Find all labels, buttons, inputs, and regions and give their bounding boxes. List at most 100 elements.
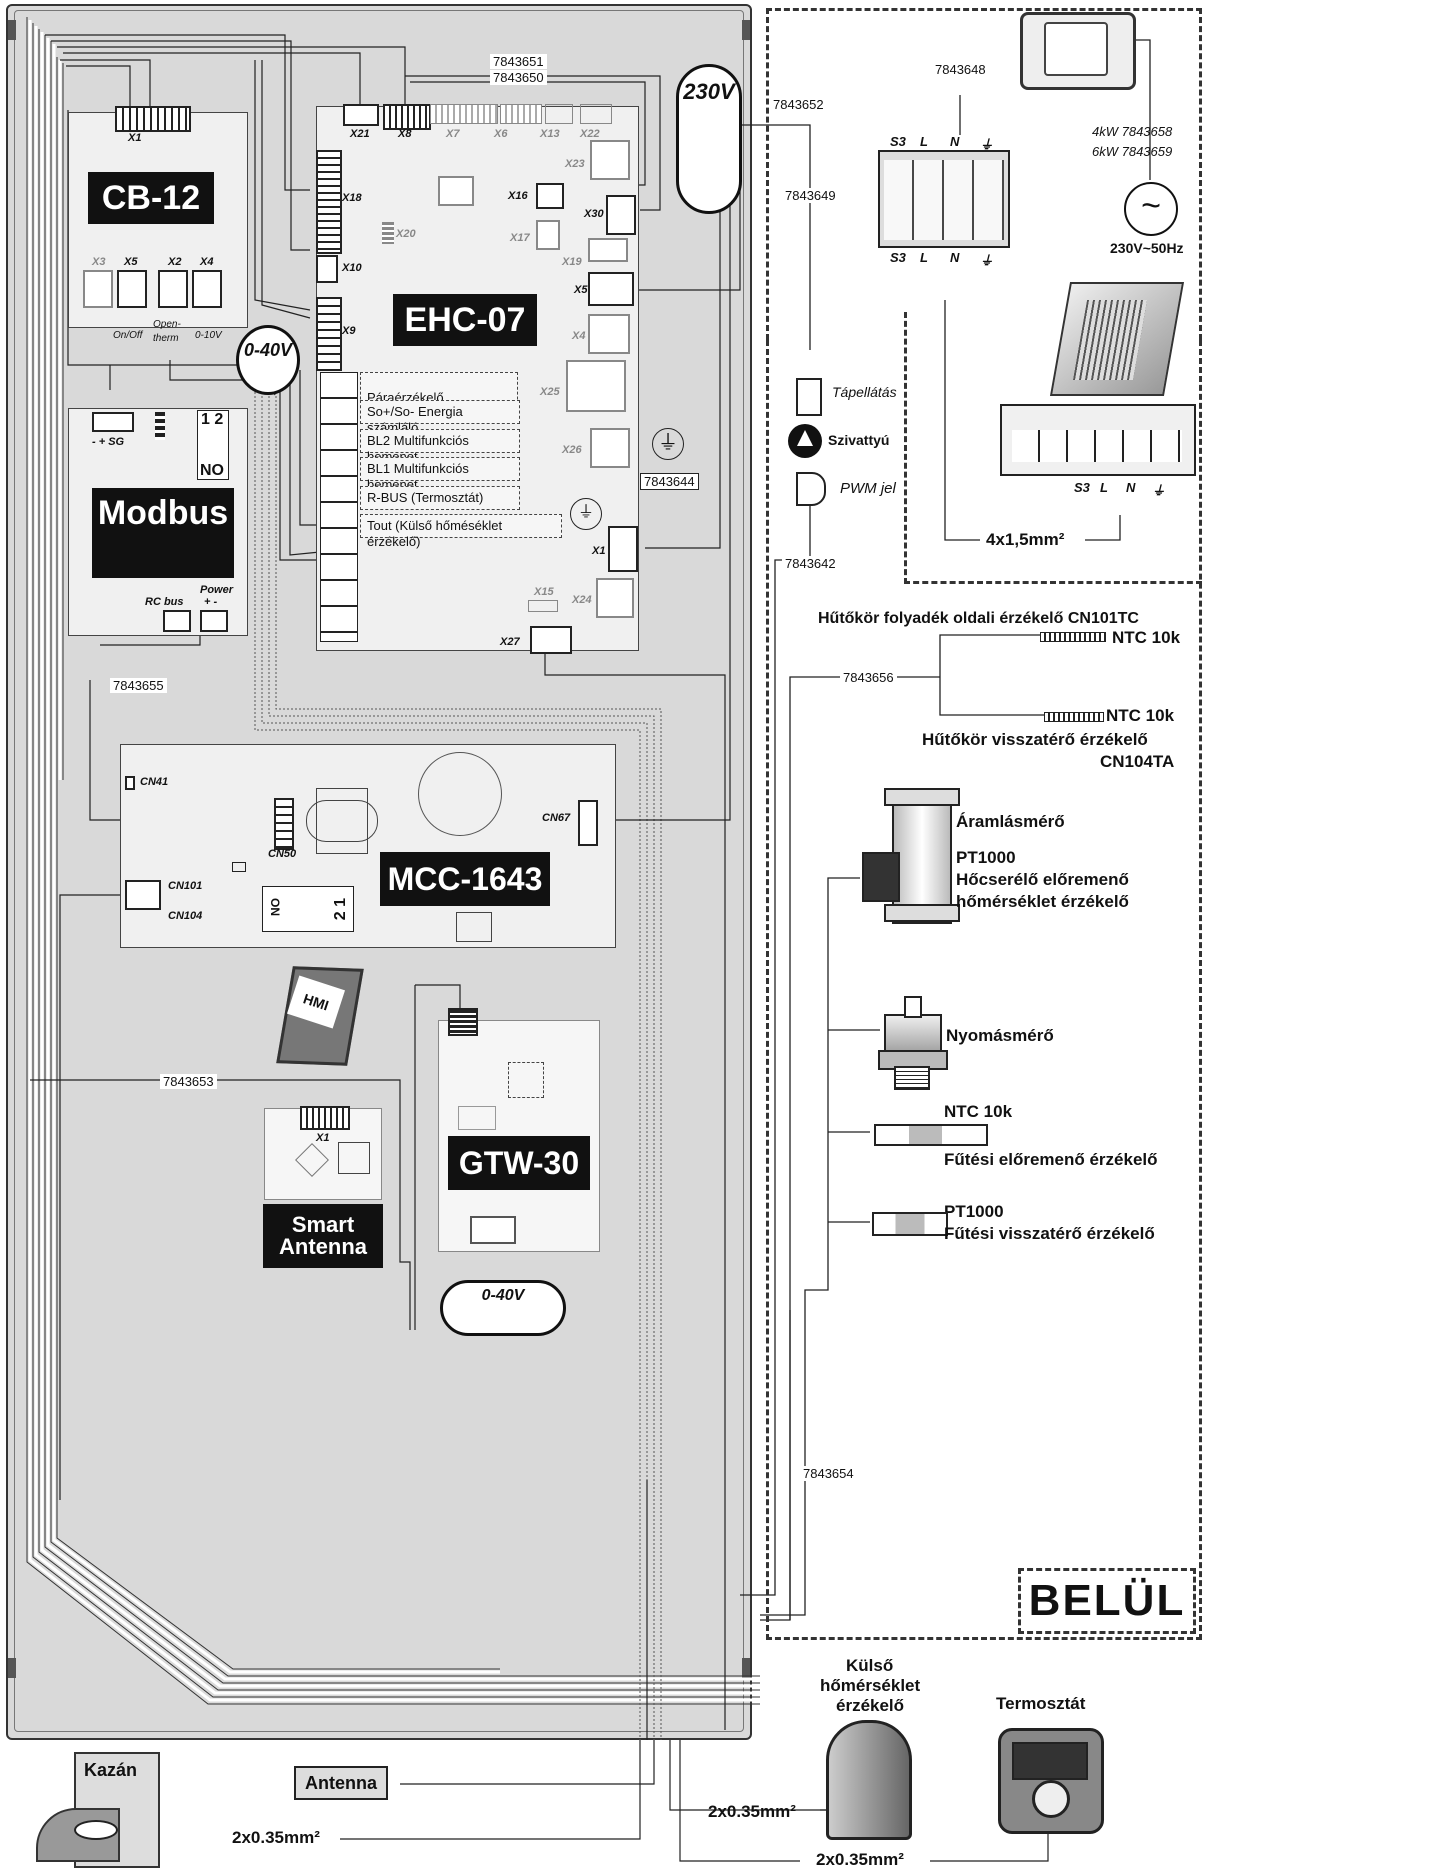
ehc07-x7-label: X7 <box>446 128 460 140</box>
smart-x1-label: X1 <box>316 1132 330 1144</box>
flow-desc-2: hőmérséklet érzékelő <box>956 892 1129 911</box>
modbus-dip-switch <box>197 410 229 480</box>
ehc07-x6-connector <box>500 104 542 124</box>
code-7843649: 7843649 <box>782 188 839 203</box>
mcc-capacitor <box>418 752 502 836</box>
mcc-cn67-label: CN67 <box>542 812 571 824</box>
terminal-bottom-label: S3 <box>890 250 906 265</box>
modbus-rcbus-connector <box>163 610 191 632</box>
antenna-box: Antenna <box>294 1766 388 1800</box>
smart-x1-connector <box>300 1106 350 1130</box>
ehc07-x22-label: X22 <box>580 128 600 140</box>
ehc07-x17-connector <box>536 220 560 250</box>
code-7843644: 7843644 <box>640 473 699 490</box>
earth-icon: ⏚ <box>652 428 684 460</box>
cable-040v-loop-bottom: 0-40V <box>440 1280 566 1336</box>
code-7843642: 7843642 <box>782 556 839 571</box>
pressure-sensor-plug <box>904 996 922 1018</box>
cable-040v-loop-top: 0-40V <box>236 325 300 395</box>
ntc3-sensor-icon <box>874 1124 988 1146</box>
code-7843651: 7843651 <box>490 54 547 69</box>
mcc1643-title: MCC-1643 <box>380 852 550 906</box>
sensor-input-label: Tout (Külső hőméséklet érzékelő) <box>360 514 562 549</box>
cn104-label-1: Hűtőkör visszatérő érzékelő <box>922 730 1148 749</box>
power-6kw: 6kW 7843659 <box>1092 144 1173 159</box>
ehc07-x10-label: X10 <box>342 262 362 274</box>
cb12-x2-connector <box>158 270 188 308</box>
code-7843656: 7843656 <box>840 670 897 685</box>
terminal-top-label: S3 <box>890 134 906 149</box>
terminal-bottom-label: L <box>920 250 928 265</box>
mcc-cn101-label: CN101 <box>168 880 203 892</box>
outdoor-sensor-line-3: érzékelő <box>836 1696 905 1715</box>
cb12-x4-connector <box>192 270 222 308</box>
power-section-border <box>766 8 1202 340</box>
panel-notch <box>742 1658 750 1678</box>
ehc07-x4-label: X4 <box>572 330 586 342</box>
sensor-input-label: So+/So- Energia számláló <box>360 400 520 435</box>
cb12-x5-label: X5 <box>124 256 138 268</box>
flow-label: Áramlásmérő <box>956 812 1065 831</box>
ntc2-label: NTC 10k <box>1106 706 1175 725</box>
pt1000-sensor-icon <box>872 1212 948 1236</box>
outdoor-sensor-icon <box>826 1720 912 1840</box>
outdoor-terminal-label: S3 <box>1074 480 1090 495</box>
ehc07-x21-connector <box>343 104 379 126</box>
ehc07-x20-connector <box>382 222 394 244</box>
gtw-terminal <box>470 1216 516 1244</box>
ehc07-x10-connector <box>316 255 338 283</box>
inside-title-box: BELÜL <box>1018 1568 1196 1634</box>
ehc07-x5-connector <box>588 272 634 306</box>
ehc07-x16-label: X16 <box>508 190 528 202</box>
pressure-label: Nyomásmérő <box>946 1026 1054 1045</box>
cb12-x3-label: X3 <box>92 256 106 268</box>
flow-meter-icon <box>892 790 952 924</box>
outdoor-terminal-label: N <box>1126 480 1136 495</box>
ehc07-x4-connector <box>588 314 630 354</box>
ehc07-x16-connector <box>536 183 564 209</box>
sensor-input-label: R-BUS (Termosztát) <box>360 486 520 510</box>
code-7843652: 7843652 <box>770 97 827 112</box>
ehc07-x24-connector <box>596 578 634 618</box>
modbus-no-label: NO <box>200 462 224 479</box>
modbus-led <box>155 412 165 440</box>
ehc07-x30-connector <box>606 195 636 235</box>
power-supply-plug-icon <box>796 378 822 416</box>
power-cable-label: 4x1,5mm² <box>986 530 1065 549</box>
thermostat-knob <box>1032 1780 1070 1818</box>
fuse-inner <box>1044 22 1108 76</box>
code-7843650: 7843650 <box>490 70 547 85</box>
thermostat-label: Termosztát <box>996 1694 1086 1713</box>
mcc-cn41-connector <box>125 776 135 790</box>
ehc07-x13-connector <box>545 104 573 124</box>
pt1000-b-label: PT1000 <box>944 1202 1004 1221</box>
ehc07-x25-connector <box>566 360 626 412</box>
cn101-label: Hűtőkör folyadék oldali érzékelő CN101TC <box>818 610 1139 627</box>
inside-section-border <box>766 340 1202 1640</box>
heat-flow-label: Fűtési előremenő érzékelő <box>944 1150 1158 1169</box>
ehc07-x25-label: X25 <box>540 386 560 398</box>
panel-notch <box>8 1658 16 1678</box>
inside-top-divider <box>904 312 1202 584</box>
ehc07-title: EHC-07 <box>393 294 537 346</box>
ehc07-x19-connector <box>588 238 628 262</box>
modbus-power-connector <box>200 610 228 632</box>
ehc07-x8-connector <box>383 104 431 130</box>
sensor-input-label: BL2 Multifunkciós bemenet <box>360 429 520 464</box>
outdoor-terminal-screws <box>1012 430 1182 462</box>
sensor-input-label: BL1 Multifunkciós bemenet <box>360 457 520 492</box>
cb12-title: CB-12 <box>88 172 214 224</box>
flame-eye-icon <box>74 1820 118 1840</box>
outdoor-sensor-line-2: hőmérséklet <box>820 1676 921 1695</box>
ehc07-x24-label: X24 <box>572 594 592 606</box>
ntc-probe-2-icon <box>1044 712 1104 722</box>
ehc07-x13-label: X13 <box>540 128 560 140</box>
mcc-dip-switch <box>262 886 354 932</box>
ehc07-x1-connector <box>608 526 638 572</box>
mcc-dip-on: ON <box>268 898 282 916</box>
ehc07-x15-connector <box>528 600 558 612</box>
cb12-x4-label: X4 <box>200 256 214 268</box>
modbus-rcbus-label: RC bus <box>145 596 184 608</box>
gtw-chip <box>508 1062 544 1098</box>
